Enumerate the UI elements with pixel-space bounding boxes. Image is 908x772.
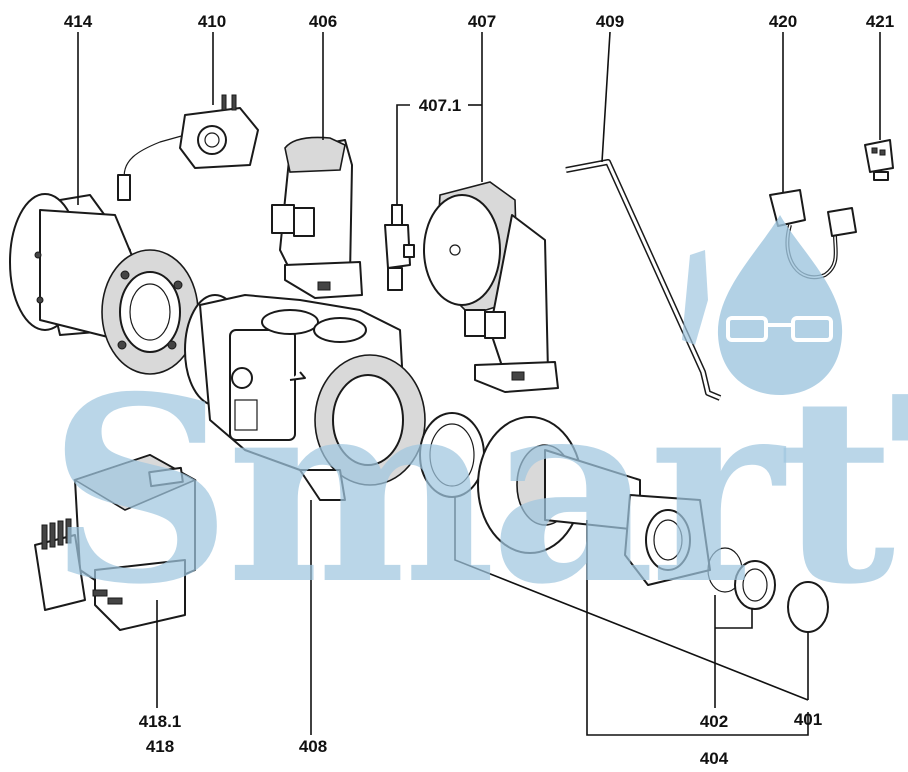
part-4071-fitting: [384, 204, 415, 291]
callout-4071: 407.1: [419, 96, 462, 115]
callout-402: 402: [700, 712, 728, 731]
water-drop-glasses-icon: [682, 215, 843, 395]
callout-407: 407: [468, 12, 496, 31]
watermark: SmartTlam: [48, 215, 908, 641]
callout-labels: 414 410 406 407 407.1 409 420 421 418.1 …: [64, 12, 894, 768]
callout-4181: 418.1: [139, 712, 182, 731]
callout-404: 404: [700, 749, 729, 768]
part-402-circlip: [707, 547, 776, 610]
callout-420: 420: [769, 12, 797, 31]
callout-414: 414: [64, 12, 93, 31]
part-408-valve-body: [184, 294, 426, 501]
callout-421: 421: [866, 12, 894, 31]
part-414-flange-body: [9, 193, 199, 375]
part-406-actuator: [271, 136, 363, 299]
callout-406: 406: [309, 12, 337, 31]
callout-401: 401: [794, 710, 822, 729]
leader-lines: [77, 31, 881, 736]
part-410-pressure-switch: [117, 94, 259, 201]
callout-408: 408: [299, 737, 327, 756]
part-418-control-box: [73, 454, 197, 631]
callout-418: 418: [146, 737, 174, 756]
part-404-flange-filter: [477, 416, 711, 586]
part-4181-terminal-block: [34, 518, 86, 611]
callout-409: 409: [596, 12, 624, 31]
part-407-actuator: [423, 181, 559, 393]
part-409-rod: [565, 159, 722, 401]
callout-410: 410: [198, 12, 226, 31]
part-421-plug: [864, 139, 894, 181]
